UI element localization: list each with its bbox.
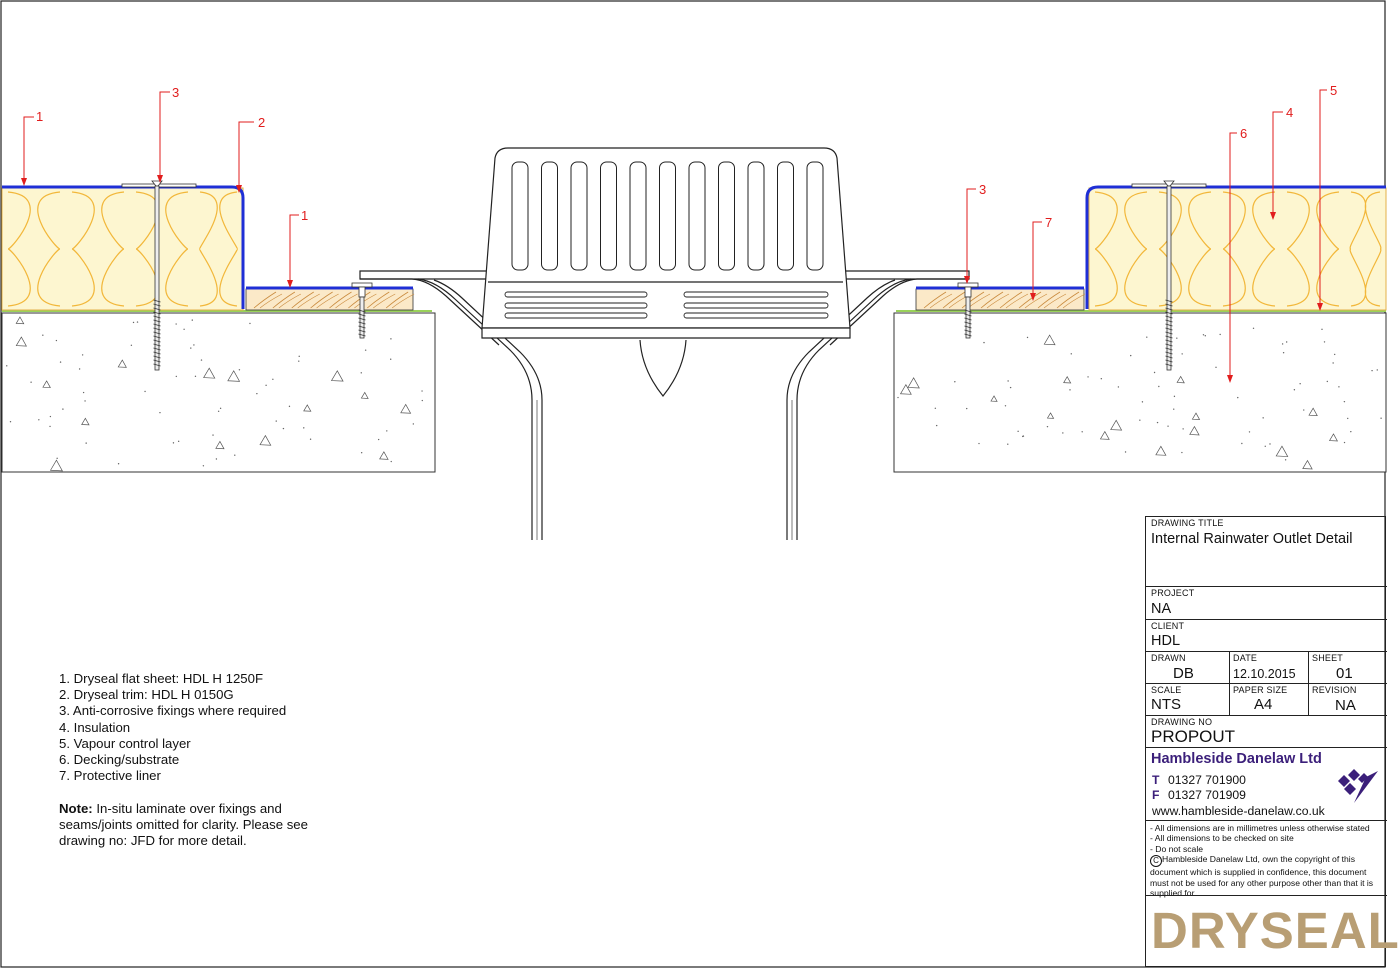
right-insulation (1088, 187, 1387, 311)
outlet-flange-left-slope (360, 278, 500, 346)
disclaimer-line: - All dimensions are in millimetres unle… (1150, 823, 1370, 833)
callout-1b-label: 1 (301, 208, 308, 223)
callout-3a-leader (159, 91, 170, 180)
left-insulation-pattern (7, 191, 238, 307)
date-value: 12.10.2015 (1233, 667, 1296, 681)
drawn-value: DB (1173, 665, 1194, 682)
right-concrete-aggregate (897, 327, 1382, 470)
outlet-bottom-cone (639, 339, 687, 397)
callout-3b-label: 3 (979, 182, 986, 197)
outlet-grate-slots (504, 161, 829, 319)
callout-7-label: 7 (1045, 215, 1052, 230)
scale-value: NTS (1151, 696, 1181, 713)
legend-item: 6. Decking/substrate (59, 752, 180, 768)
callout-1b-leader (289, 214, 299, 285)
revision-value: NA (1335, 697, 1356, 714)
title-block: DRAWING TITLE Internal Rainwater Outlet … (1145, 516, 1400, 967)
sheet-value: 01 (1336, 665, 1353, 682)
callout-leaders (23, 89, 1327, 380)
dryseal-brand-logo: DRYSEAL® (1151, 902, 1400, 959)
paper-size-label: PAPER SIZE (1233, 685, 1288, 695)
callout-1a-leader (23, 116, 34, 183)
scale-label: SCALE (1151, 685, 1182, 695)
left-insulation (1, 187, 244, 311)
left-concrete-aggregate (6, 316, 423, 472)
callout-6-label: 6 (1240, 126, 1247, 141)
copyright-icon: C (1150, 855, 1162, 868)
right-concrete-deck (893, 312, 1387, 473)
callout-3b-leader (966, 188, 976, 281)
callout-7-leader (1032, 221, 1042, 298)
disclaimer-line: - Do not scale (1150, 843, 1204, 854)
note-label: Note: (59, 801, 93, 816)
legend-item: 2. Dryseal trim: HDL H 0150G (59, 687, 234, 703)
callout-labels: 1 3 2 1 3 7 6 4 5 (36, 83, 1337, 230)
outlet-funnel-left-inner (433, 279, 543, 540)
callout-3a-label: 3 (172, 85, 179, 100)
drawing-no-label: DRAWING NO (1151, 717, 1213, 727)
outlet-funnel-right-inner (786, 279, 896, 540)
drawing-note: Note: In-situ laminate over fixings and … (59, 801, 349, 850)
left-fixing-insulation (121, 180, 197, 371)
outlet-funnel-left-outer (417, 278, 533, 540)
legend-item: 1. Dryseal flat sheet: HDL H 1250F (59, 671, 264, 686)
callout-1a-label: 1 (36, 109, 43, 124)
right-timber-grain (923, 291, 1086, 309)
outlet-grate-base (481, 327, 851, 339)
outlet-funnel-right-outer (796, 278, 912, 540)
callout-2-label: 2 (258, 115, 265, 130)
project-value: NA (1151, 601, 1172, 617)
company-website[interactable]: www.hambleside-danelaw.co.uk (1152, 804, 1325, 818)
callout-5-label: 5 (1330, 83, 1337, 98)
paper-size-value: A4 (1254, 696, 1273, 713)
drawing-title-label: DRAWING TITLE (1151, 518, 1224, 528)
left-fixing-timber (351, 282, 373, 339)
left-timber-grain (253, 291, 415, 309)
hambleside-logo-icon (1338, 769, 1378, 803)
right-roof-section (893, 180, 1387, 473)
legend-item: 5. Vapour control layer (59, 735, 191, 751)
callout-4-leader (1272, 111, 1283, 217)
disclaimer-notes: - All dimensions are in millimetres unle… (1150, 823, 1386, 898)
client-label: CLIENT (1151, 621, 1185, 631)
project-label: PROJECT (1151, 588, 1195, 598)
drawing-no-value: PROPOUT (1151, 727, 1236, 746)
outlet-flange-right-slope (829, 278, 969, 346)
right-fixing-timber (957, 282, 979, 339)
left-roof-section (1, 180, 436, 473)
client-value: HDL (1151, 633, 1181, 649)
callout-arrowheads (21, 175, 1323, 383)
date-label: DATE (1233, 653, 1258, 663)
company-name: Hambleside Danelaw Ltd (1151, 751, 1322, 767)
drawn-label: DRAWN (1151, 653, 1186, 663)
callout-6-leader (1229, 132, 1237, 380)
note-body: In-situ laminate over fixings and seams/… (59, 801, 308, 849)
drawing-title: Internal Rainwater Outlet Detail (1151, 531, 1353, 547)
callout-4-label: 4 (1286, 105, 1293, 120)
legend-item: 4. Insulation (59, 719, 131, 735)
rainwater-outlet (359, 147, 970, 540)
left-concrete-deck (1, 312, 436, 473)
right-dryseal-trim (1085, 185, 1386, 309)
right-fixing-insulation (1131, 180, 1207, 371)
disclaimer-line: - All dimensions to be checked on site (1150, 833, 1294, 844)
callout-5-leader (1319, 89, 1327, 308)
right-insulation-pattern (1094, 191, 1382, 307)
sheet-label: SHEET (1312, 653, 1344, 663)
revision-label: REVISION (1312, 685, 1357, 695)
legend-item: 3. Anti-corrosive fixings where required (59, 703, 287, 719)
legend-item: 7. Protective liner (59, 768, 161, 784)
callout-2-leader (238, 121, 254, 190)
left-dryseal-trim (2, 185, 245, 309)
legend-list: 1. Dryseal flat sheet: HDL H 1250F 2. Dr… (59, 671, 286, 784)
